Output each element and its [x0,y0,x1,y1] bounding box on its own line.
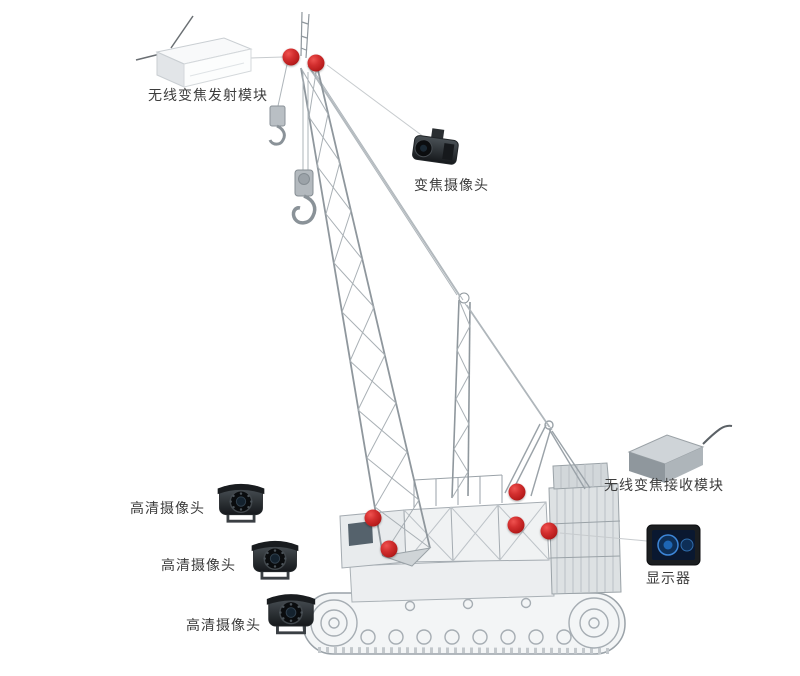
label-transmitter: 无线变焦发射模块 [148,88,268,104]
crane-illustration [268,11,626,655]
label-hd-camera-3: 高清摄像头 [186,618,261,634]
pendant-ropes [307,65,553,431]
label-hd-camera-2: 高清摄像头 [161,558,236,574]
deck-railing [413,474,503,508]
connector-lines [249,56,648,542]
hd-camera-device-1 [216,482,266,523]
connector-dot-to-monitor [559,532,648,542]
crane-body [339,501,550,569]
gantry-frame [504,420,591,497]
connector-transmitter-to-tip [249,56,284,59]
label-receiver: 无线变焦接收模块 [604,478,724,494]
lattice-boom [300,11,432,567]
label-hd-camera-1: 高清摄像头 [130,501,205,517]
label-zoom-camera: 变焦摄像头 [414,178,489,194]
hd-camera-device-2 [250,539,300,580]
crawler-track [302,592,626,655]
zoom-camera-device [412,128,459,165]
monitor-device [646,524,701,566]
derrick-mast [451,292,471,499]
hook-block-main [291,72,317,225]
hook-block-small [268,59,289,146]
receiver-device [627,424,733,483]
connector-tip-to-zoom-camera [326,64,429,141]
label-monitor: 显示器 [646,571,691,587]
counterweight [548,462,622,595]
transmitter-device [135,15,253,88]
